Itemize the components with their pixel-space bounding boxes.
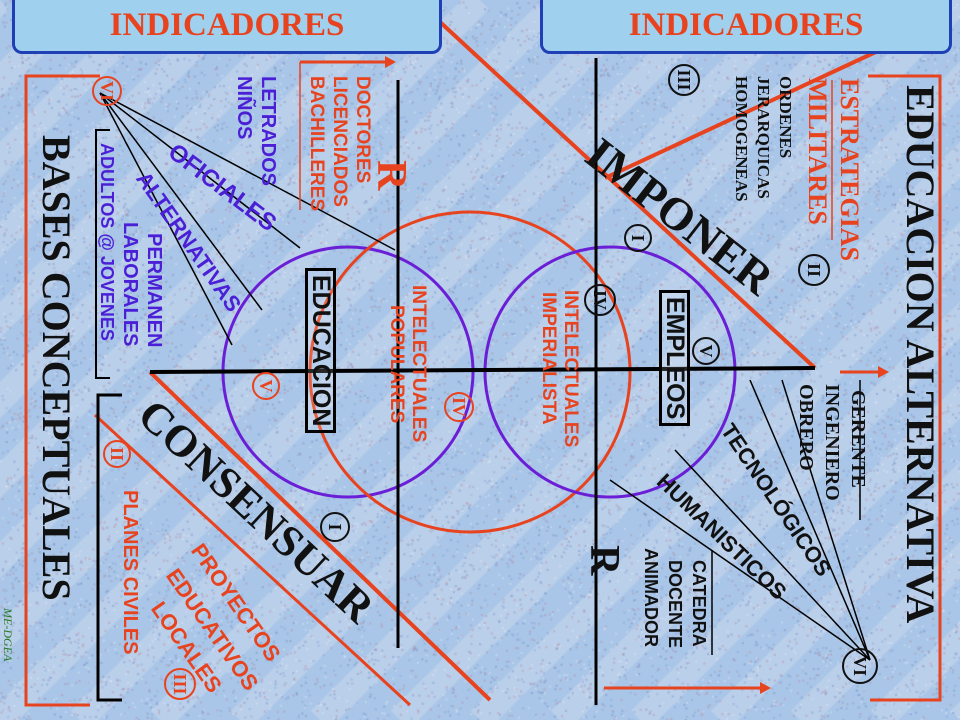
numeral-i-top: I <box>624 224 652 252</box>
intelectuales-imperialista-line2: IMPERIALISTA <box>538 292 559 425</box>
ray-vi-4 <box>99 92 233 346</box>
ray-vi-5 <box>609 479 871 661</box>
ingeniero-label: INGENIERO <box>821 384 843 501</box>
ordenes-label: ORDENES <box>776 76 795 159</box>
permanen-label: PERMANEN <box>143 233 165 348</box>
numeral-vi-top: VI <box>92 76 122 106</box>
docente-label: DOCENTE <box>665 560 685 649</box>
laborales-label: LABORALES <box>119 222 141 347</box>
jerarquicas-label: JERARQUICAS <box>754 76 773 199</box>
numeral-v-right: V <box>692 337 720 365</box>
indicadores-left-label: INDICADORES <box>109 7 345 43</box>
footer-mark: ME-DGEA <box>1 608 15 662</box>
planes-civiles-label: PLANES CIVILES <box>119 490 141 655</box>
homogeneas-label: HOMOGENEAS <box>732 76 751 202</box>
indicadores-right-label: INDICADORES <box>628 7 864 43</box>
numeral-ii-right: II <box>798 254 830 286</box>
adultos-jovenes-label: ADULTOS @ JOVENES <box>97 143 117 341</box>
intelectuales-populares-line2: POPULARES <box>386 305 407 424</box>
educacion-box: EDUCACION <box>305 268 336 434</box>
r-top-letter: R <box>368 160 414 191</box>
bachilleres-label: BACHILLERES <box>306 76 327 212</box>
licenciados-label: LICENCIADOS <box>329 76 350 207</box>
right-frame <box>868 74 942 702</box>
r-bottom-letter: R <box>581 545 627 576</box>
ninos-label: NIÑOS <box>233 76 255 140</box>
ray-vi-2 <box>99 92 301 249</box>
arrow-right-head <box>878 366 889 378</box>
diagonal-top-band <box>438 20 817 370</box>
estrategias-label: ESTRATEGIAS <box>835 78 864 262</box>
intelectuales-populares-line1: INTELECTUALES <box>408 285 429 443</box>
ray-vi-6 <box>674 449 871 661</box>
numeral-iii-top: III <box>668 64 700 96</box>
empleos-box: EMPLEOS <box>659 290 690 427</box>
arrow-bottom-head <box>760 682 771 694</box>
numeral-iv-right: IV <box>584 284 616 316</box>
indicadores-header-left: INDICADORES <box>12 0 442 54</box>
numeral-ii-left: II <box>103 440 131 468</box>
educacion-alternativa-title: EDUCACION ALTERNATIVA <box>898 85 943 624</box>
indicadores-header-right: INDICADORES <box>540 0 952 54</box>
numeral-iii-bottom: III <box>164 668 196 700</box>
bracket-planes <box>96 393 122 702</box>
militares-label: MILITARES <box>803 78 832 225</box>
horizontal-axis <box>149 366 816 374</box>
arrow-top-head <box>385 56 396 68</box>
obrero-label: OBRERO <box>795 384 817 471</box>
numeral-v-left: V <box>252 372 280 400</box>
diagonal-upper-right-band <box>604 48 881 180</box>
diagonal-bottom-band <box>148 370 492 702</box>
ray-vi-8 <box>781 379 871 661</box>
bases-conceptuales-title: BASES CONCEPTUALES <box>34 135 79 601</box>
intelectuales-imperialista-line1: INTELECTUALES <box>560 290 581 448</box>
diagonal-lower-left-band <box>93 413 412 707</box>
ray-vi-3 <box>99 92 263 311</box>
left-frame <box>24 74 100 707</box>
numeral-vi-bottom: VI <box>842 648 878 684</box>
circle-right <box>483 245 737 499</box>
numeral-iv-left: IV <box>444 392 474 422</box>
numeral-i-bottom: I <box>320 512 350 542</box>
catedra-label: CATEDRA <box>689 560 709 647</box>
bracket-adultos <box>95 129 110 379</box>
ray-vi-1 <box>99 92 396 251</box>
ray-vi-7 <box>749 379 871 661</box>
animador-label: ANIMADOR <box>641 548 661 647</box>
gerente-label: GERENTE <box>847 390 869 488</box>
letrados-label: LETRADOS <box>257 76 279 186</box>
